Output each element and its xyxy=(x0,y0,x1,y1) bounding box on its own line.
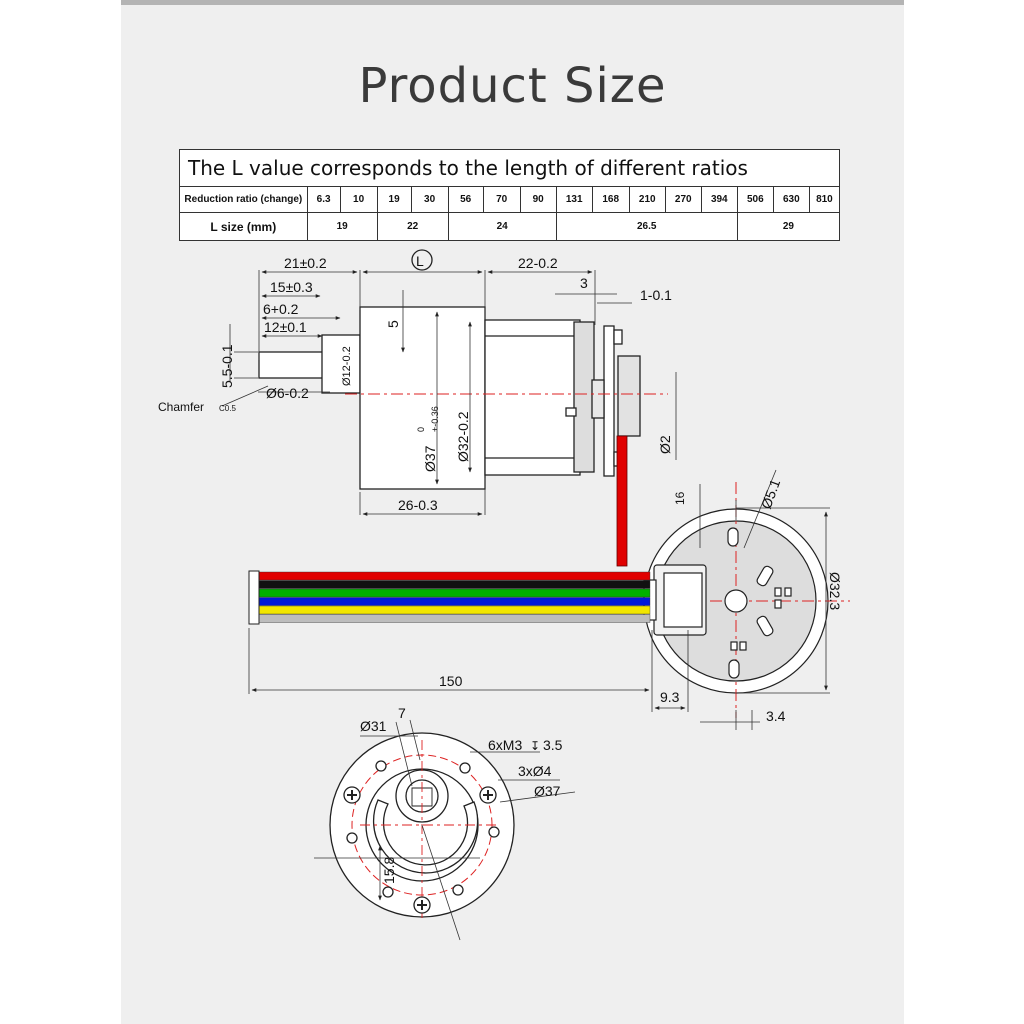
dim-21: 21±0.2 xyxy=(284,255,327,271)
chamfer-label: Chamfer xyxy=(158,400,204,414)
dim-dia-6: Ø6-0.2 xyxy=(266,385,309,401)
dim-3: 3 xyxy=(580,275,588,291)
l-marker-circle xyxy=(411,249,433,271)
motor-body xyxy=(484,319,581,476)
dim-dia-2: Ø2 xyxy=(657,435,673,454)
size-cell: 26.5 xyxy=(555,212,738,241)
size-cell: 29 xyxy=(736,212,841,241)
dim-l: L xyxy=(416,253,424,269)
encoder-board xyxy=(603,325,615,477)
wire-4 xyxy=(257,605,651,615)
gearbox-front-view xyxy=(329,732,515,920)
gearbox-housing xyxy=(359,306,486,490)
dim-3-4: 3.4 xyxy=(766,708,786,724)
dim-9-3: 9.3 xyxy=(660,689,680,705)
motor-end-cap xyxy=(573,321,595,473)
dim-dia-5-1: Ø5.1 xyxy=(758,477,783,511)
dim-15: 15±0.3 xyxy=(270,279,313,295)
ratio-cell: 70 xyxy=(482,186,521,213)
ratio-cell: 19 xyxy=(376,186,412,213)
ratio-cell: 131 xyxy=(555,186,593,213)
dim-16: 16 xyxy=(673,491,687,505)
top-bar xyxy=(121,0,904,5)
dim-dia-32-3: Ø32.3 xyxy=(827,572,843,610)
wire-0 xyxy=(257,571,651,581)
dim-dia-37-tol: +-0.36 xyxy=(430,406,440,432)
dim-22: 22-0.2 xyxy=(518,255,558,271)
encoder-dimension-lines xyxy=(248,469,830,730)
side-dimension-lines xyxy=(221,270,677,516)
dim-dia-37-front: Ø37 xyxy=(534,783,561,799)
ratio-cell: 30 xyxy=(410,186,449,213)
dim-5: 5 xyxy=(385,320,401,328)
dim-dia-32: Ø32-0.2 xyxy=(455,411,471,462)
dim-dia-31: Ø31 xyxy=(360,718,387,734)
depth-icon: ↧ xyxy=(530,739,540,753)
size-row-label: L size (mm) xyxy=(179,212,308,241)
wire-2 xyxy=(257,588,651,598)
dim-dia-37-upper: 0 xyxy=(416,427,426,432)
chamfer-value: C0.5 xyxy=(219,404,236,413)
dim-dia-12: Ø12-0.2 xyxy=(341,346,353,386)
wire-bundle xyxy=(257,571,651,623)
dim-26: 26-0.3 xyxy=(398,497,438,513)
motor-side-view xyxy=(258,306,668,567)
front-dimension-lines xyxy=(314,719,576,941)
ratio-cell: 90 xyxy=(519,186,557,213)
dim-12: 12±0.1 xyxy=(264,319,307,335)
size-cell: 22 xyxy=(376,212,449,241)
dim-1: 1-0.1 xyxy=(640,287,672,303)
dim-7: 7 xyxy=(398,705,406,721)
thread-label: 6xM3 xyxy=(488,737,522,753)
encoder-end-view xyxy=(618,482,850,718)
dim-dia-37: Ø37 xyxy=(422,445,438,472)
dim-6: 6+0.2 xyxy=(263,301,299,317)
size-cell: 24 xyxy=(447,212,557,241)
size-cell: 19 xyxy=(306,212,378,241)
holes-label: 3xØ4 xyxy=(518,763,552,779)
wire-1 xyxy=(257,580,651,589)
ratio-cell: 270 xyxy=(664,186,702,213)
dim-5-5: 5.5-0.1 xyxy=(219,344,235,388)
wire-3 xyxy=(257,597,651,606)
ratio-cell: 506 xyxy=(736,186,774,213)
wire-end-terminal xyxy=(248,570,260,625)
ratio-cell: 10 xyxy=(339,186,378,213)
red-wire-down xyxy=(616,435,628,567)
magnet-disc xyxy=(617,355,641,437)
ratio-table: The L value corresponds to the length of… xyxy=(179,149,841,241)
dim-150: 150 xyxy=(439,673,463,689)
dim-15-8: 15.8 xyxy=(381,857,397,884)
thread-depth: 3.5 xyxy=(543,737,563,753)
output-shaft xyxy=(258,351,324,379)
shaft-boss xyxy=(321,334,361,394)
wire-5 xyxy=(257,614,651,623)
page-title: Product Size xyxy=(358,58,667,114)
